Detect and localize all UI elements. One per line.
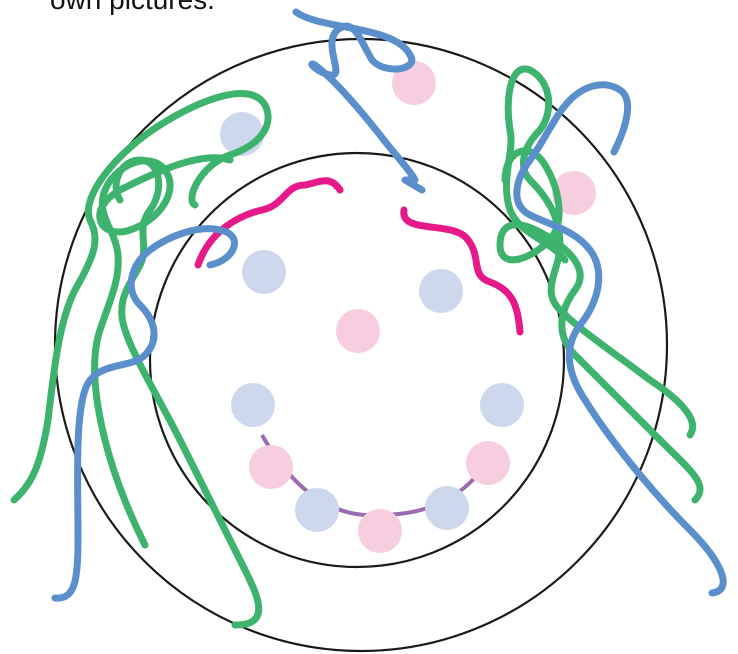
green-strand-right-inner xyxy=(500,151,700,500)
dot-blue xyxy=(419,269,463,313)
dot-blue xyxy=(242,250,286,294)
dot-blue xyxy=(295,488,339,532)
dot-blue xyxy=(425,486,469,530)
dot-pink xyxy=(358,509,402,553)
dot-pink xyxy=(466,441,510,485)
dot-pink xyxy=(249,445,293,489)
green-strand-left-outer xyxy=(14,94,268,500)
dot-blue xyxy=(231,383,275,427)
dot-blue xyxy=(480,383,524,427)
dot-pink xyxy=(336,309,380,353)
blue-strand-right xyxy=(517,85,723,593)
